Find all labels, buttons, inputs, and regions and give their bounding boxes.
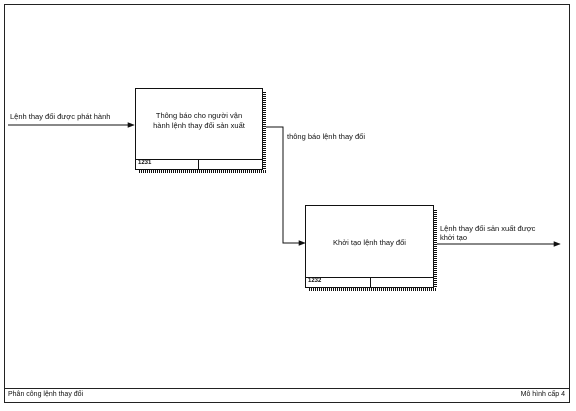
- footer-title: Phân công lệnh thay đổi: [8, 391, 84, 398]
- footer-level: Mô hình cấp 4: [520, 391, 565, 398]
- diagram-page: Phân công lệnh thay đổi Mô hình cấp 4: [4, 4, 570, 403]
- node-id: 1232: [308, 278, 322, 284]
- output-label-line2: khởi tạo: [440, 233, 468, 242]
- middle-arrow: [265, 126, 306, 246]
- activity-box-1232[interactable]: Khởi tạo lệnh thay đổi 1232: [305, 205, 437, 291]
- node-strip: 1232: [306, 277, 433, 287]
- input-label: Lệnh thay đổi được phát hành: [10, 112, 111, 121]
- activity-title: Khởi tạo lệnh thay đổi: [333, 238, 406, 247]
- output-label-line1: Lệnh thay đổi sản xuất được: [440, 224, 536, 233]
- node-id: 1231: [138, 160, 152, 166]
- node-strip: 1231: [136, 159, 262, 169]
- activity-title: Thông báo cho người vận hành lệnh thay đ…: [153, 111, 245, 130]
- middle-label: thông báo lệnh thay đổi: [287, 132, 365, 141]
- footer-bar: Phân công lệnh thay đổi Mô hình cấp 4: [5, 388, 569, 402]
- activity-box-1231[interactable]: Thông báo cho người vận hành lệnh thay đ…: [135, 88, 266, 173]
